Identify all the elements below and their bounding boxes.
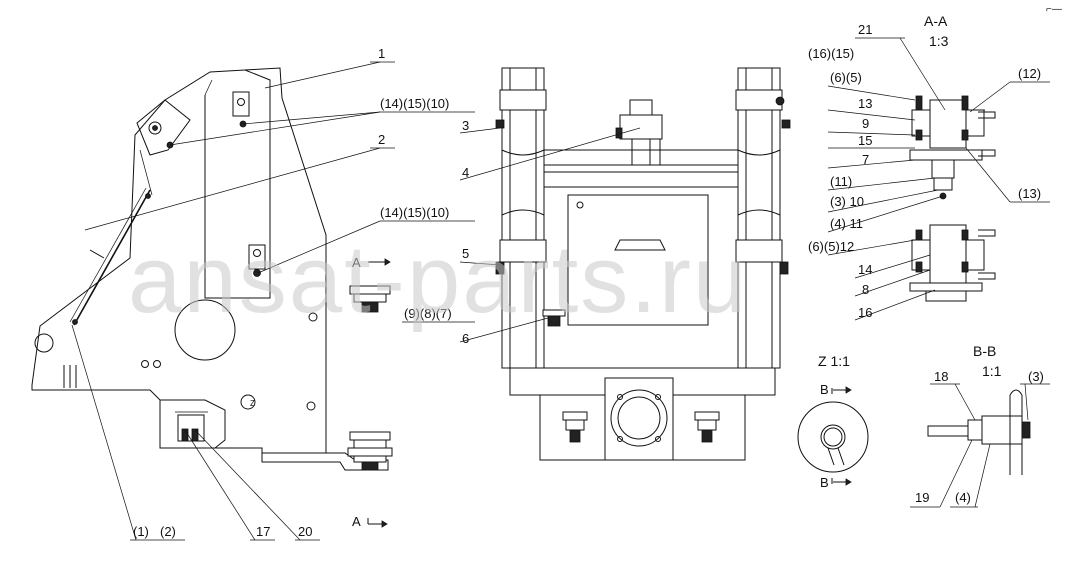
callout-4: 4 — [462, 165, 469, 180]
callout-5: 5 — [462, 246, 469, 261]
callout-1: 1 — [378, 46, 385, 61]
watermark: ansat-parts.ru — [128, 226, 748, 333]
left-side-view: Z — [31, 67, 393, 471]
callout-17: 17 — [256, 524, 270, 539]
callout-18: 18 — [934, 369, 948, 384]
callout-13-paren: (13) — [1018, 186, 1041, 201]
callout-3-10: (3) 10 — [830, 194, 864, 209]
callout-2: 2 — [378, 132, 385, 147]
callout-9-8-7: (9)(8)(7) — [404, 306, 452, 321]
center-front-view — [349, 67, 791, 461]
section-a-a-title: A-A — [924, 13, 948, 29]
section-b-b-title: B-B — [973, 343, 996, 359]
leader-lines — [71, 37, 1050, 541]
callout-1-paren: (1) — [133, 524, 149, 539]
callout-6: 6 — [462, 331, 469, 346]
callout-13: 13 — [858, 96, 872, 111]
callout-6-5-top: (6)(5) — [830, 70, 862, 85]
callout-16-15: (16)(15) — [808, 46, 854, 61]
callout-21: 21 — [858, 22, 872, 37]
section-marker-a-bottom: A — [352, 514, 361, 529]
callout-11-paren: (11) — [830, 174, 852, 189]
callout-14-15-10-top: (14)(15)(10) — [380, 96, 449, 111]
callout-6-5-12: (6)(5)12 — [808, 239, 854, 254]
callout-3-bb: (3) — [1028, 369, 1044, 384]
section-marker-b-top: B — [820, 382, 829, 397]
callout-2-paren: (2) — [160, 524, 176, 539]
callout-14: 14 — [858, 262, 872, 277]
corner-mark: ⌐— — [1046, 4, 1062, 15]
callout-20: 20 — [298, 524, 312, 539]
callout-15: 15 — [858, 133, 872, 148]
section-a-a-view — [909, 95, 996, 302]
callout-19: 19 — [915, 490, 929, 505]
section-b-b-scale: 1:1 — [982, 363, 1002, 379]
callout-9: 9 — [862, 116, 869, 131]
callout-8: 8 — [862, 282, 869, 297]
section-a-a-scale: 1:3 — [929, 33, 949, 49]
callout-14-15-10-mid: (14)(15)(10) — [380, 205, 449, 220]
callout-16: 16 — [858, 305, 872, 320]
callout-12-paren: (12) — [1018, 66, 1041, 81]
view-z-title: Z 1:1 — [818, 353, 850, 369]
view-z — [797, 389, 869, 483]
callout-7: 7 — [862, 152, 869, 167]
section-marker-a-top: A — [352, 255, 361, 270]
section-marker-b-bottom: B — [820, 475, 829, 490]
callout-4-11: (4) 11 — [830, 216, 863, 231]
section-b-b-view — [927, 389, 1031, 475]
callout-labels: 1 2 3 4 5 6 (14)(15)(10) (14)(15)(10) (9… — [133, 4, 1062, 539]
svg-text:Z: Z — [250, 399, 255, 408]
callout-4-bb: (4) — [955, 490, 971, 505]
callout-3: 3 — [462, 118, 469, 133]
